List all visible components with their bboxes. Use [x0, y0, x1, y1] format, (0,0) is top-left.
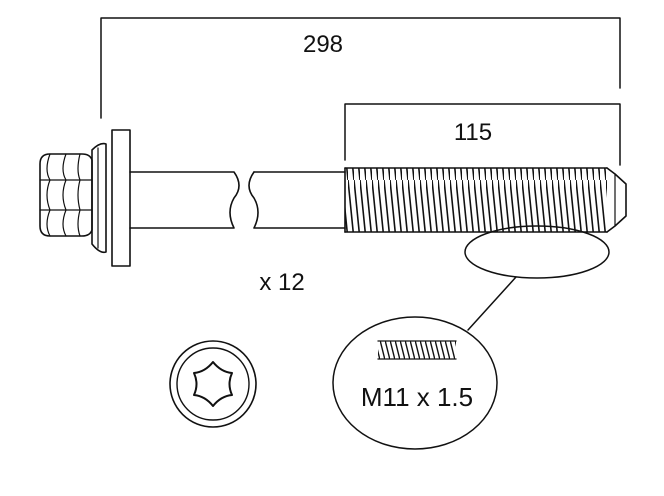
washer	[111, 129, 131, 267]
thread-spec-label: M11 x 1.5	[361, 382, 473, 412]
bolt-shank	[129, 171, 346, 229]
bolt-thread	[344, 167, 627, 233]
total-length-dimension: 298	[100, 17, 621, 119]
thread-spec-detail: M11 x 1.5	[332, 316, 498, 450]
thread-detail-marker	[464, 225, 610, 331]
torx-drive-icon	[169, 340, 257, 428]
thread-length-label: 115	[454, 119, 492, 146]
bolt-head	[39, 142, 107, 254]
quantity-label: x 12	[259, 269, 304, 296]
thread-length-dimension: 115	[344, 103, 621, 166]
total-length-label: 298	[303, 31, 343, 58]
